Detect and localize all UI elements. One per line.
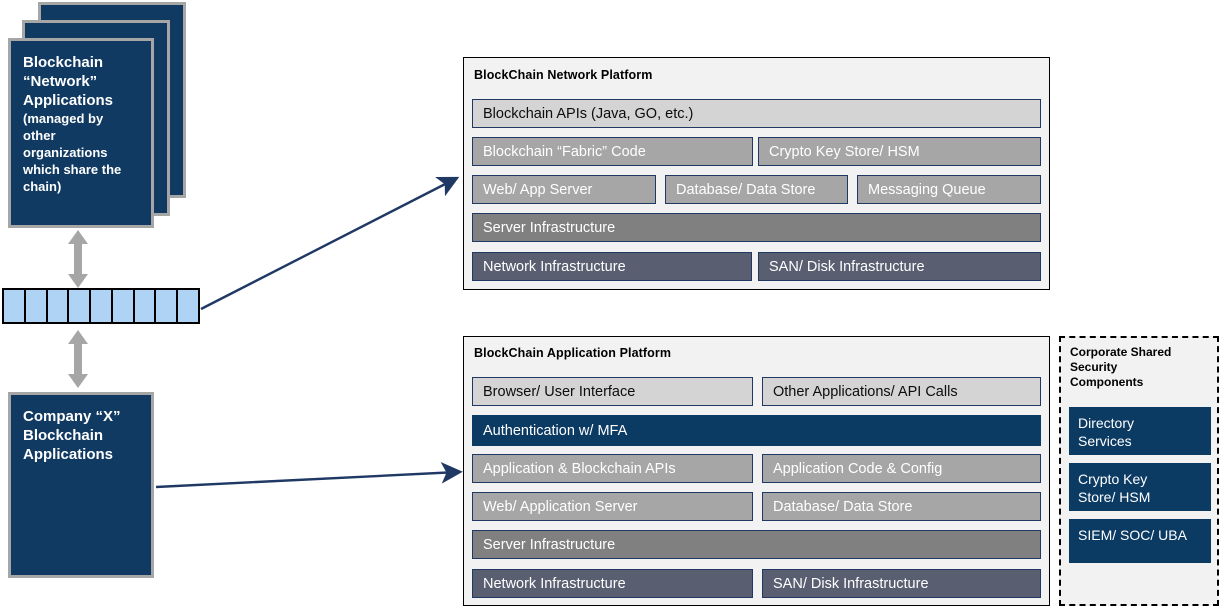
chain-block bbox=[4, 290, 26, 322]
application-platform-row-3-cell-2[interactable]: Application Code & Config bbox=[762, 454, 1041, 483]
application-platform-row-1-cell-1[interactable]: Browser/ User Interface bbox=[472, 377, 753, 406]
company-applications-line1: Company “X” bbox=[23, 408, 121, 425]
network-platform-row-2-cell-2[interactable]: Crypto Key Store/ HSM bbox=[758, 137, 1041, 166]
row-label: Other Applications/ API Calls bbox=[773, 383, 958, 400]
row-label: Server Infrastructure bbox=[483, 536, 616, 553]
row-label: Blockchain APIs (Java, GO, etc.) bbox=[483, 105, 694, 122]
company-applications-card[interactable]: Company “X” Blockchain Applications bbox=[8, 392, 154, 578]
network-platform-row-3-cell-1[interactable]: Web/ App Server bbox=[472, 175, 656, 204]
network-platform-row-3-cell-2[interactable]: Database/ Data Store bbox=[665, 175, 848, 204]
shared-security-item-crypto-key-store[interactable]: Crypto Key Store/ HSM bbox=[1069, 463, 1211, 511]
network-platform-row-5-cell-1[interactable]: Network Infrastructure bbox=[472, 252, 752, 281]
blockchain-ledger-chain[interactable] bbox=[2, 288, 200, 324]
row-label: Application Code & Config bbox=[773, 460, 943, 477]
row-label: Web/ Application Server bbox=[483, 498, 638, 515]
network-platform-row-4-cell-1[interactable]: Server Infrastructure bbox=[472, 213, 1041, 242]
network-applications-subtext: (managed by other organizations which sh… bbox=[23, 111, 122, 194]
connector-company-to-application-platform bbox=[155, 462, 463, 489]
application-platform-row-6-cell-1[interactable]: Network Infrastructure bbox=[472, 569, 753, 598]
chain-block bbox=[178, 290, 198, 322]
row-label: Database/ Data Store bbox=[773, 498, 913, 515]
row-label: Crypto Key Store/ HSM bbox=[769, 143, 920, 160]
row-label: Application & Blockchain APIs bbox=[483, 460, 676, 477]
application-platform-row-6-cell-2[interactable]: SAN/ Disk Infrastructure bbox=[762, 569, 1041, 598]
shared-security-title: Corporate Shared Security Components bbox=[1070, 345, 1172, 389]
network-platform-row-2-cell-1[interactable]: Blockchain “Fabric” Code bbox=[472, 137, 753, 166]
row-label: SAN/ Disk Infrastructure bbox=[773, 575, 929, 592]
application-platform-row-2-cell-1[interactable]: Authentication w/ MFA bbox=[472, 415, 1041, 446]
chain-block bbox=[48, 290, 70, 322]
network-applications-line1: Blockchain bbox=[23, 54, 104, 71]
application-platform-row-1-cell-2[interactable]: Other Applications/ API Calls bbox=[762, 377, 1041, 406]
company-applications-line2: Blockchain bbox=[23, 427, 104, 444]
row-label: Web/ App Server bbox=[483, 181, 593, 198]
network-applications-line3: Applications bbox=[23, 92, 114, 109]
network-platform-row-1-cell-1[interactable]: Blockchain APIs (Java, GO, etc.) bbox=[472, 99, 1041, 128]
row-label: Network Infrastructure bbox=[483, 575, 626, 592]
chain-block bbox=[135, 290, 157, 322]
row-label: Blockchain “Fabric” Code bbox=[483, 143, 646, 160]
row-label: Database/ Data Store bbox=[676, 181, 816, 198]
network-applications-line2: “Network” bbox=[23, 73, 98, 90]
connector-chain-to-network-platform bbox=[200, 176, 460, 311]
chain-block bbox=[113, 290, 135, 322]
application-platform-title: BlockChain Application Platform bbox=[474, 346, 672, 360]
row-label: Messaging Queue bbox=[868, 181, 986, 198]
bidirectional-arrow-top-icon bbox=[68, 230, 88, 288]
row-label: Server Infrastructure bbox=[483, 219, 616, 236]
bidirectional-arrow-bottom-icon bbox=[68, 330, 88, 388]
network-platform-row-3-cell-3[interactable]: Messaging Queue bbox=[857, 175, 1041, 204]
application-platform-row-4-cell-2[interactable]: Database/ Data Store bbox=[762, 492, 1041, 521]
network-platform-row-5-cell-2[interactable]: SAN/ Disk Infrastructure bbox=[758, 252, 1041, 281]
application-platform-row-5-cell-1[interactable]: Server Infrastructure bbox=[472, 530, 1041, 559]
shared-security-item-directory-services[interactable]: Directory Services bbox=[1069, 407, 1211, 455]
row-label: Authentication w/ MFA bbox=[483, 422, 628, 439]
shared-security-item-siem-soc-uba[interactable]: SIEM/ SOC/ UBA bbox=[1069, 519, 1211, 563]
company-applications-line3: Applications bbox=[23, 446, 114, 463]
network-applications-card[interactable]: Blockchain “Network” Applications (manag… bbox=[8, 38, 154, 228]
application-platform-row-4-cell-1[interactable]: Web/ Application Server bbox=[472, 492, 753, 521]
row-label: SAN/ Disk Infrastructure bbox=[769, 258, 925, 275]
row-label: Network Infrastructure bbox=[483, 258, 626, 275]
network-platform-panel bbox=[463, 57, 1050, 290]
chain-block bbox=[69, 290, 92, 322]
chain-block bbox=[91, 290, 113, 322]
chain-block bbox=[156, 290, 179, 322]
row-label: Browser/ User Interface bbox=[483, 383, 636, 400]
network-platform-title: BlockChain Network Platform bbox=[474, 68, 653, 82]
application-platform-row-3-cell-1[interactable]: Application & Blockchain APIs bbox=[472, 454, 753, 483]
chain-block bbox=[26, 290, 48, 322]
